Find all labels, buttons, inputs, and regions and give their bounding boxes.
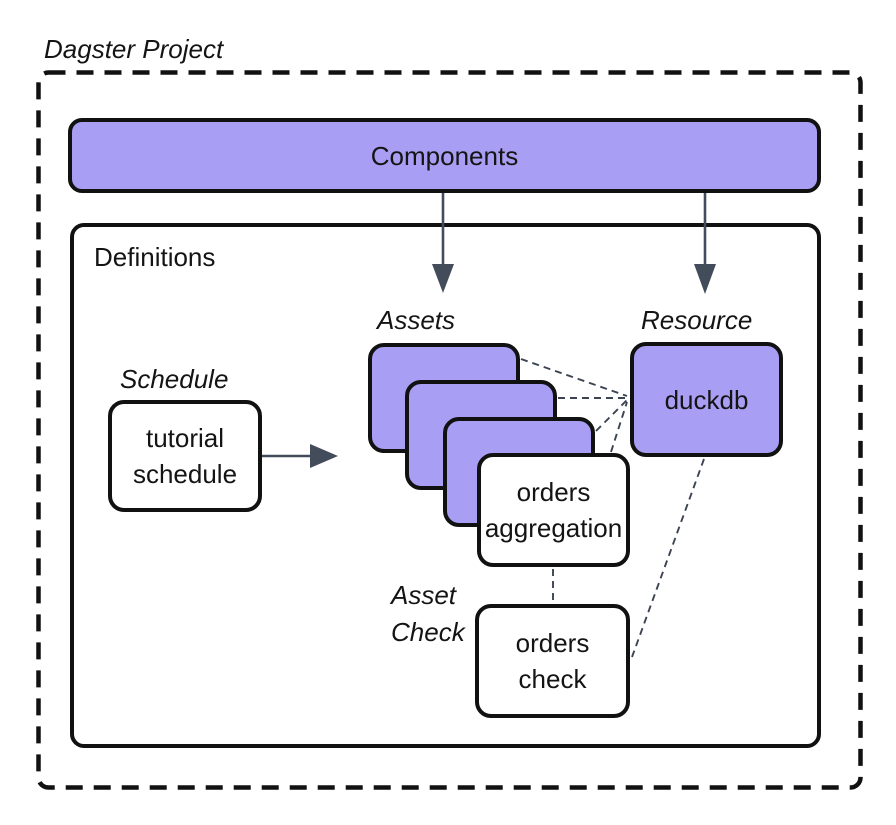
components-bar: Components <box>68 118 821 193</box>
asset-check-label: Asset Check <box>391 580 465 647</box>
tutorial-schedule-label: tutorial schedule <box>132 423 238 489</box>
orders-aggregation-label: orders aggregation <box>484 477 623 543</box>
duckdb-label: duckdb <box>664 384 749 415</box>
orders-check-label: orders check <box>515 628 590 694</box>
assets-label: Assets <box>377 305 456 335</box>
resource-label: Resource <box>641 305 753 335</box>
components-label: Components <box>370 140 519 171</box>
duckdb-resource-node: duckdb <box>630 342 783 457</box>
diagram-title: Dagster Project <box>44 34 224 64</box>
tutorial-schedule-node: tutorial schedule <box>108 400 262 512</box>
orders-check-node: orders check <box>475 604 630 718</box>
definitions-label: Definitions <box>94 242 216 272</box>
schedule-label: Schedule <box>120 364 229 394</box>
orders-aggregation-node: orders aggregation <box>477 453 630 567</box>
